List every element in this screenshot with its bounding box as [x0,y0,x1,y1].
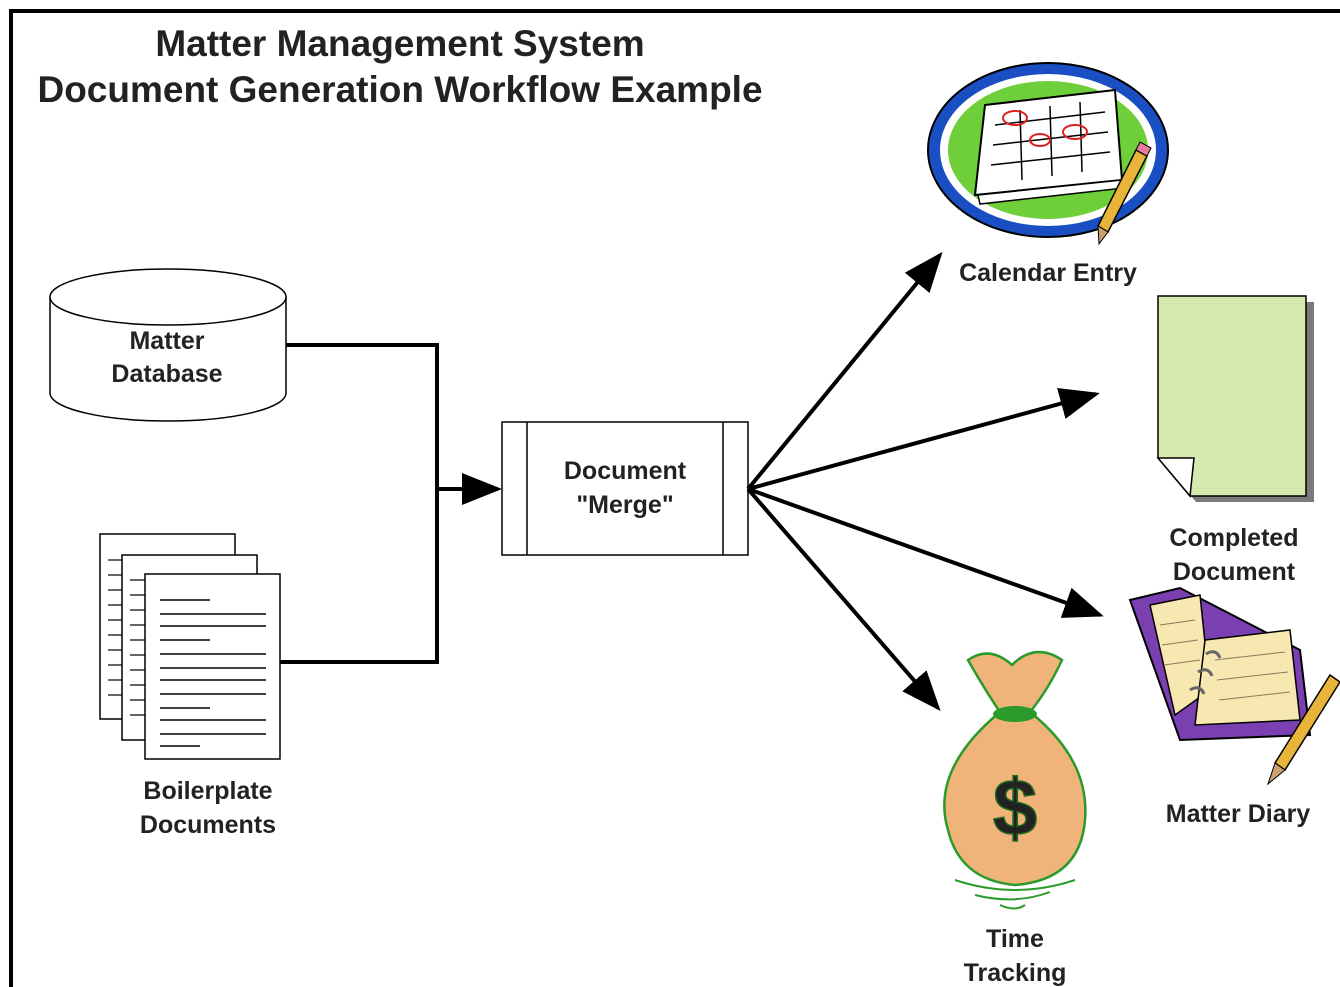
time-tracking-label-line-2: Tracking [964,959,1067,987]
boilerplate-connector [280,489,439,664]
output-arrows [746,251,1104,712]
calendar-entry-node: Calendar Entry [927,62,1169,287]
document-icon [1156,295,1314,502]
diary-pencil-icon [1266,673,1340,786]
completed-document-label-line-2: Document [1173,558,1296,586]
database-icon [49,268,287,422]
document-merge-label-line-2: "Merge" [576,491,673,519]
arrow-to-calendar [746,251,943,491]
matter-database-label-line-1: Matter [129,327,204,355]
input-connectors [280,343,502,664]
document-stack-icon [99,533,281,760]
calendar-entry-label: Calendar Entry [959,259,1137,287]
matter-database-node: Matter Database [49,268,287,422]
arrow-to-time-tracking [746,487,941,712]
time-tracking-label-line-1: Time [986,925,1044,953]
calendar-icon [927,62,1169,246]
database-connector [286,343,439,489]
boilerplate-documents-label-line-2: Documents [140,811,276,839]
matter-diary-node: Matter Diary [1128,586,1340,828]
time-tracking-node: $ Time Tracking [943,651,1087,987]
matter-diary-label: Matter Diary [1166,800,1311,828]
arrow-to-matter-diary [747,487,1104,618]
boilerplate-documents-node: Boilerplate Documents [99,533,281,839]
pencil-icon [1097,141,1152,246]
completed-document-label-line-1: Completed [1169,524,1298,552]
completed-document-node: Completed Document [1156,295,1314,586]
arrow-to-completed-document [747,388,1100,491]
diagram-frame [9,9,1340,987]
document-merge-node: Document "Merge" [501,421,749,556]
money-bag-icon: $ [943,651,1087,910]
matter-database-label-line-2: Database [111,360,222,388]
diagram-title-line-2: Document Generation Workflow Example [37,69,762,110]
boilerplate-documents-label-line-1: Boilerplate [143,777,272,805]
diary-icon [1128,586,1340,786]
document-merge-label-line-1: Document [564,457,687,485]
diagram-title-line-1: Matter Management System [155,23,644,64]
dollar-sign-icon: $ [993,763,1038,852]
